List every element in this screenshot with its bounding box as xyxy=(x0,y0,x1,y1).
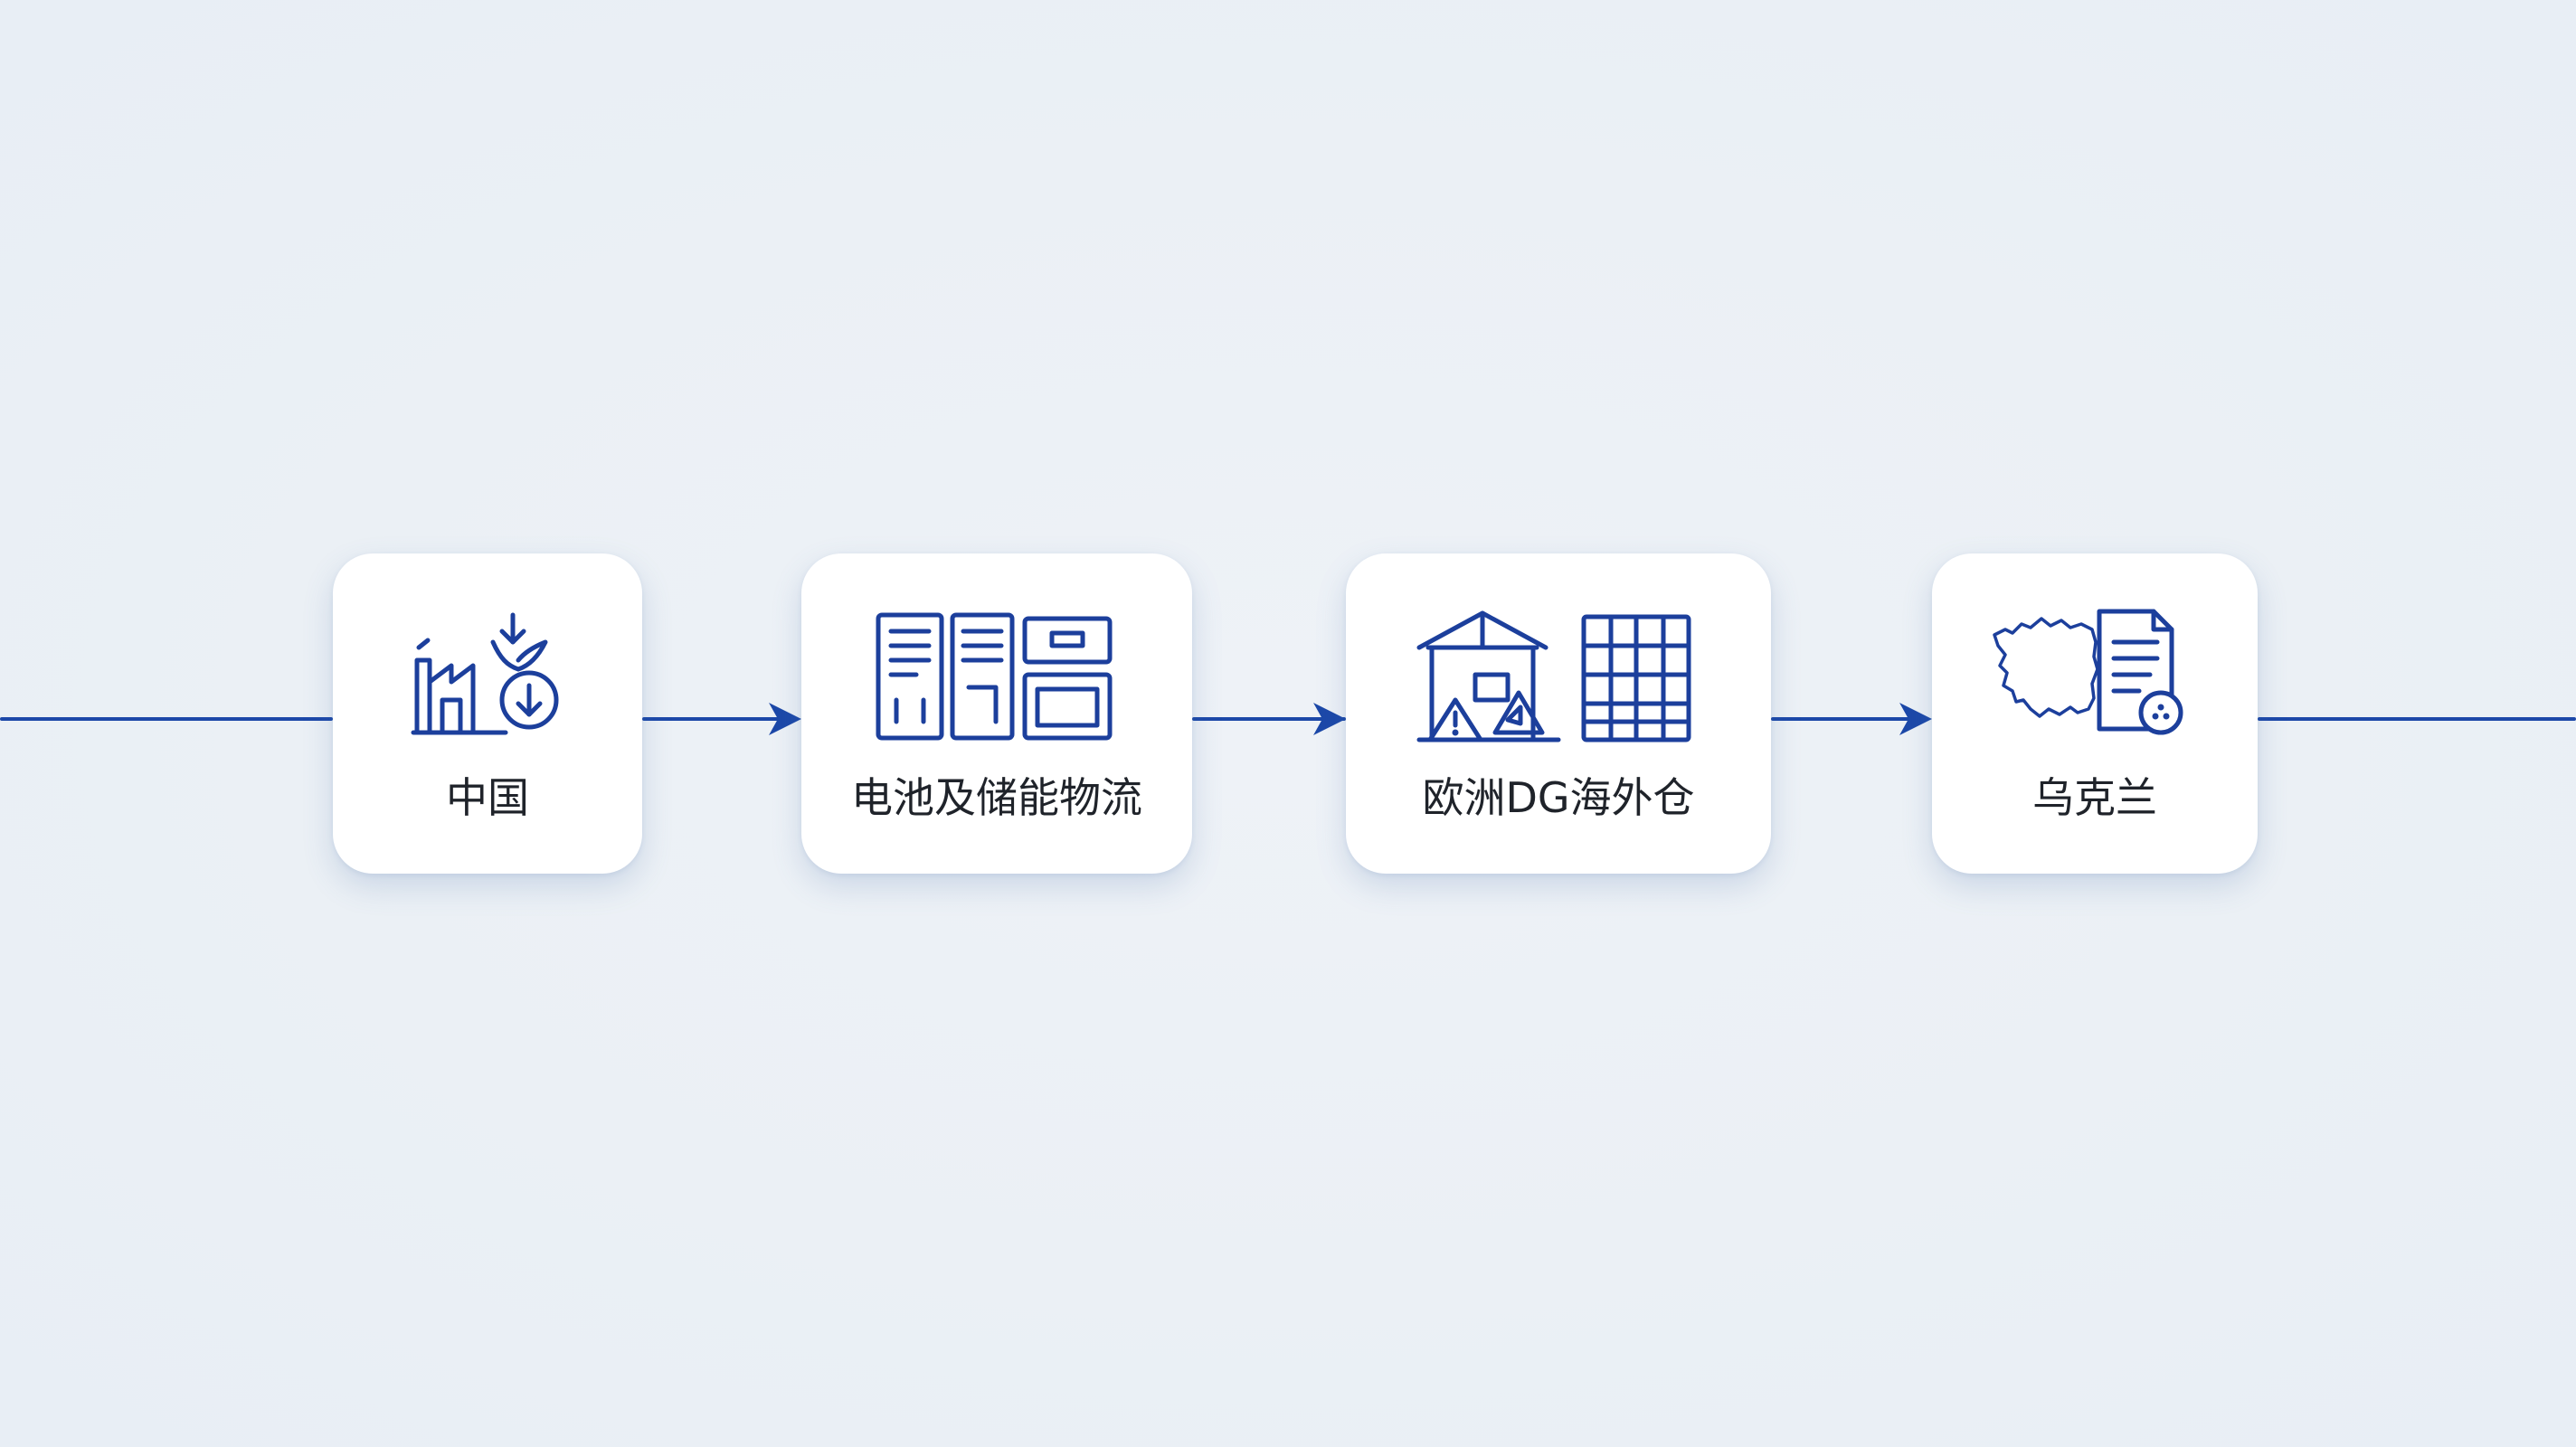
step-label: 乌克兰 xyxy=(2032,773,2157,822)
arrow-head-2 xyxy=(1313,703,1346,735)
connector-line-1 xyxy=(642,717,792,721)
factory-download-icon xyxy=(411,612,559,735)
step-label: 中国 xyxy=(446,773,529,822)
flow-step-ukraine: 乌克兰 xyxy=(1932,553,2258,874)
flow-step-battery-logistics: 电池及储能物流 xyxy=(801,553,1192,874)
connector-line-2 xyxy=(1192,717,1346,721)
step-label: 欧洲DG海外仓 xyxy=(1422,773,1695,822)
connector-line-right xyxy=(2258,717,2576,721)
dg-warehouse-icon xyxy=(1416,610,1691,742)
connector-line-3 xyxy=(1771,717,1925,721)
step-label: 电池及储能物流 xyxy=(851,773,1142,822)
arrow-head-1 xyxy=(769,703,801,735)
flow-step-china: 中国 xyxy=(333,553,642,874)
flow-step-eu-dg-warehouse: 欧洲DG海外仓 xyxy=(1346,553,1771,874)
arrow-head-3 xyxy=(1899,703,1932,735)
connector-line-left xyxy=(0,717,333,721)
ukraine-map-document-icon xyxy=(1993,609,2183,735)
battery-storage-icon xyxy=(876,612,1113,741)
